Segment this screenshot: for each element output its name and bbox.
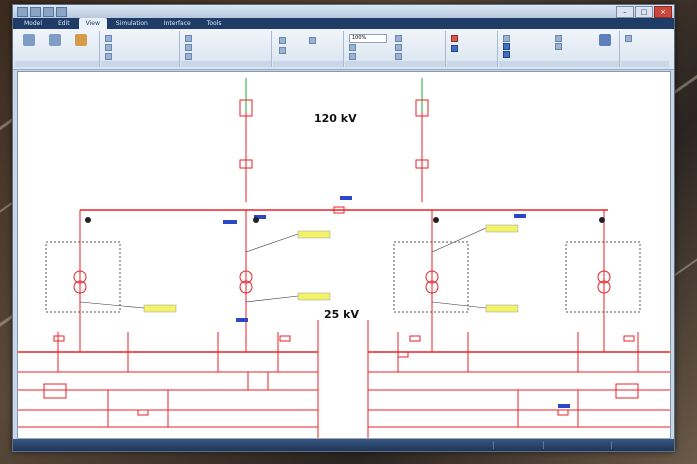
zoom-window-button[interactable] [395, 34, 402, 42]
ribbon-group-1 [15, 31, 100, 67]
zoom-in-button[interactable] [349, 43, 356, 51]
ribbon-button-1[interactable] [19, 34, 39, 47]
group-label [621, 61, 669, 67]
ribbon-check-1[interactable] [105, 34, 112, 42]
tab-tools[interactable]: Tools [206, 20, 222, 27]
save-icon[interactable] [30, 7, 41, 17]
ribbon-toggle-2[interactable] [451, 44, 458, 52]
status-segment-2 [543, 441, 612, 449]
ribbon-group-2 [101, 31, 180, 67]
ribbon-check-8[interactable] [503, 42, 510, 50]
minimize-icon[interactable]: – [616, 6, 634, 18]
group-label [499, 61, 619, 67]
grid-icon [49, 34, 61, 46]
status-segment-1 [493, 441, 542, 449]
checkbox-icon [185, 43, 192, 51]
tab-model[interactable]: Model [24, 20, 43, 27]
ribbon-group-6 [447, 31, 498, 67]
checkbox-icon [105, 43, 112, 51]
group-label [447, 61, 497, 67]
layer-icon [23, 34, 35, 46]
checkbox-icon [105, 34, 112, 42]
checkbox-icon [555, 42, 562, 50]
ribbon-check-4[interactable] [185, 34, 192, 42]
monitor-icon [451, 44, 458, 52]
align-right-button[interactable] [279, 46, 286, 54]
undo-icon[interactable] [43, 7, 54, 17]
zoom-in-icon [349, 43, 356, 51]
checkbox-icon [503, 42, 510, 50]
zoom-component-button[interactable] [395, 52, 402, 60]
checkbox-icon [185, 52, 192, 60]
maximize-icon[interactable]: □ [635, 6, 653, 18]
ribbon-button-3[interactable] [71, 34, 91, 47]
window-icon [599, 34, 611, 46]
title-bar: – □ × [13, 5, 674, 18]
group-label [101, 61, 179, 67]
ribbon-tab-bar: Model Edit View Simulation Interface Too… [13, 18, 674, 29]
ribbon-check-7[interactable] [503, 34, 510, 42]
zoom-field[interactable]: 100% [349, 34, 387, 43]
label-120kv: 120 kV [314, 112, 357, 125]
window-controls: – □ × [616, 6, 672, 18]
checkbox-icon [625, 34, 632, 42]
ribbon-group-zoom: 100% [345, 31, 446, 67]
zoom-out-button[interactable] [349, 52, 356, 60]
ribbon-check-5[interactable] [185, 43, 192, 51]
tab-simulation[interactable]: Simulation [115, 20, 148, 27]
ribbon-button-2[interactable] [45, 34, 65, 47]
redo-icon[interactable] [56, 7, 67, 17]
ribbon-check-9[interactable] [503, 50, 510, 58]
tab-edit[interactable]: Edit [58, 20, 70, 27]
status-bar [13, 439, 674, 451]
quick-access-toolbar [17, 7, 67, 17]
checkbox-icon [503, 34, 510, 42]
app-logo-icon[interactable] [17, 7, 28, 17]
highlight-icon [75, 34, 87, 46]
align-left-button[interactable] [279, 36, 286, 44]
tab-interface[interactable]: Interface [163, 20, 191, 27]
ribbon-group-7 [499, 31, 620, 67]
align-icon [279, 46, 286, 54]
ribbon-group-3 [181, 31, 272, 67]
application-window: – □ × Model Edit View Simulation Interfa… [12, 4, 675, 452]
ribbon-button-large[interactable] [595, 34, 615, 47]
ribbon-group-8 [621, 31, 669, 67]
align-icon [279, 36, 286, 44]
ribbon-check-11[interactable] [555, 42, 562, 50]
group-label [15, 61, 99, 67]
checkbox-icon [105, 52, 112, 60]
ribbon-panel: 100% [13, 29, 674, 70]
close-icon[interactable]: × [654, 6, 672, 18]
checkbox-icon [503, 50, 510, 58]
ribbon-check-10[interactable] [555, 34, 562, 42]
group-label [273, 61, 343, 67]
ribbon-check-2[interactable] [105, 43, 112, 51]
ribbon-group-4 [273, 31, 344, 67]
label-25kv: 25 kV [324, 308, 359, 321]
tab-view[interactable]: View [78, 18, 107, 29]
ribbon-check-12[interactable] [625, 34, 632, 42]
group-label [181, 61, 271, 67]
zoom-window-icon [395, 34, 402, 42]
record-icon [451, 34, 458, 42]
status-segment-3 [611, 441, 676, 449]
checkbox-icon [555, 34, 562, 42]
diagram-canvas[interactable]: 120 kV 25 kV [17, 71, 671, 439]
ribbon-check-3[interactable] [105, 52, 112, 60]
zoom-component-icon [395, 52, 402, 60]
zoom-page-icon [395, 43, 402, 51]
ribbon-toggle-1[interactable] [451, 34, 458, 42]
checkbox-icon [185, 34, 192, 42]
distribute-button[interactable] [309, 36, 316, 44]
zoom-page-button[interactable] [395, 43, 402, 51]
zoom-out-icon [349, 52, 356, 60]
group-label [345, 61, 445, 67]
ribbon-check-6[interactable] [185, 52, 192, 60]
distribute-icon [309, 36, 316, 44]
single-line-diagram: 120 kV 25 kV [18, 78, 670, 438]
